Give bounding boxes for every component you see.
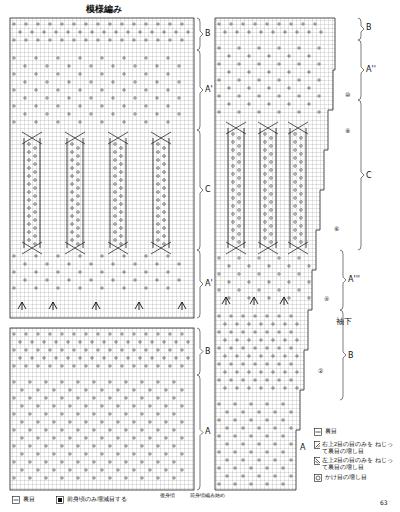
section-letter: A''' — [348, 276, 360, 284]
legend-sample — [314, 428, 323, 436]
section-bracket — [340, 250, 346, 310]
legend-item: 裏目 — [314, 428, 394, 436]
section-letter: C — [205, 186, 211, 194]
section-label: 袖下 — [336, 318, 352, 326]
legend-item: 右上2目の目のみを ねじって裏目の増し目 — [314, 441, 394, 454]
legend-sample — [12, 496, 21, 504]
start-note: 後身頃 — [160, 493, 175, 498]
legend-item: 左上2目の目のみを ねじって裏目の増し目 — [314, 457, 394, 470]
section-letter: B — [205, 348, 211, 356]
section-bracket — [197, 50, 203, 130]
section-letter: A — [205, 428, 210, 436]
page-number: 63 — [380, 500, 388, 506]
section-bracket — [358, 18, 364, 40]
row-number: ④ — [324, 296, 329, 302]
section-bracket — [358, 100, 364, 250]
section-bracket — [197, 18, 203, 50]
section-bracket — [358, 40, 364, 100]
legend-text: 前身頃のみ増減目する — [67, 496, 127, 503]
legend-text: 裏目 — [23, 496, 35, 503]
legend-text: 裏目 — [325, 428, 337, 435]
legend-sample — [56, 496, 65, 504]
knit-chart — [10, 18, 364, 490]
legend-text: 右上2目の目のみを ねじって裏目の増し目 — [322, 441, 394, 454]
section-letter: C — [366, 172, 372, 180]
row-number: ⑩ — [345, 92, 350, 98]
legend-item: 裏目 — [12, 496, 52, 504]
section-letter: B — [348, 352, 354, 360]
start-note: 前身頃編み始め — [190, 493, 225, 498]
chart-grid — [10, 18, 194, 318]
legend-text: かけ目の増し目 — [325, 474, 367, 481]
legend-sample — [314, 457, 320, 465]
section-bracket — [197, 328, 203, 375]
legend-item: 前身頃のみ増減目する — [56, 496, 136, 504]
section-letter: B — [366, 24, 372, 32]
section-letter: A' — [205, 280, 213, 288]
section-letter: B — [205, 30, 211, 38]
row-number: ⑥ — [334, 226, 339, 232]
legend-item: かけ目の増し目 — [314, 474, 394, 482]
legend-sample — [314, 441, 320, 449]
section-letter: A — [300, 444, 305, 452]
chart-title: 模様編み — [86, 5, 122, 14]
section-letter: A'' — [366, 66, 376, 74]
section-bracket — [197, 375, 203, 490]
section-letter: A' — [205, 86, 213, 94]
stitch-symbols — [13, 23, 322, 485]
chart-grid — [10, 328, 194, 490]
row-number: ② — [318, 368, 323, 374]
legend-sample — [314, 474, 323, 482]
row-number: ⑧ — [345, 128, 350, 134]
chart-grid — [215, 18, 335, 490]
legend-text: 左上2目の目のみを ねじって裏目の増し目 — [322, 457, 394, 470]
section-bracket — [197, 130, 203, 250]
section-bracket — [197, 250, 203, 318]
